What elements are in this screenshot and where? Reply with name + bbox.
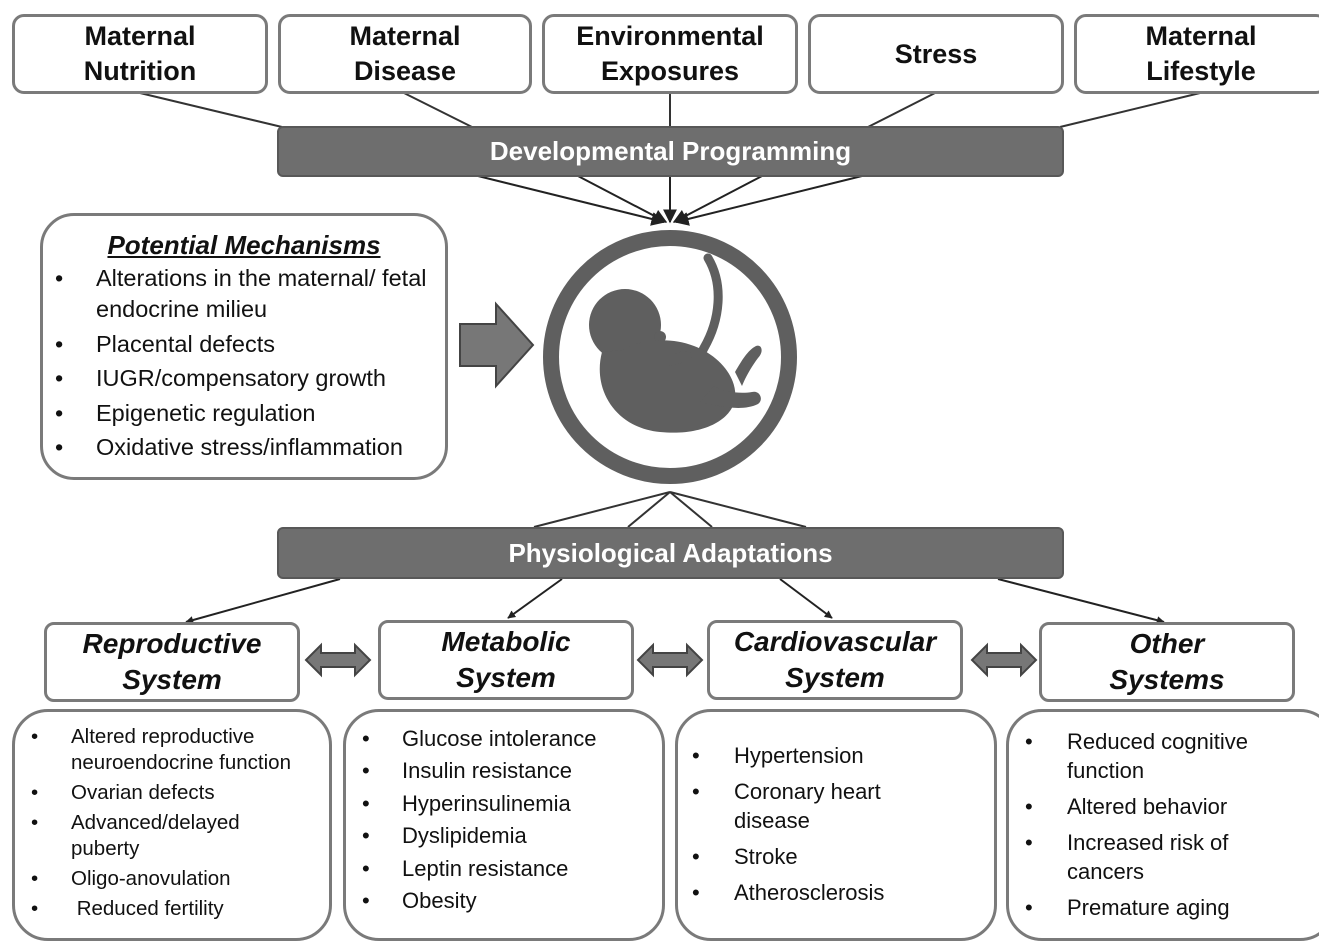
effect-item: Altered behavior <box>1009 792 1309 821</box>
double-arrow-1 <box>304 642 372 678</box>
arrow-to-other <box>997 578 1165 625</box>
mechanism-item: IUGR/compensatory growth <box>43 363 448 394</box>
effect-item: Coronary heart disease <box>678 777 996 835</box>
connector-stress <box>867 92 936 128</box>
effect-item: Reduced cognitive function <box>1009 727 1309 785</box>
system-reproductive: Reproductive System <box>44 622 300 702</box>
mechanism-item: Placental defects <box>43 329 448 360</box>
double-arrow-2 <box>636 642 704 678</box>
effect-item: Oligo-anovulation <box>15 866 331 892</box>
mechanisms-box: Potential Mechanisms Alterations in the … <box>40 213 448 480</box>
factor-environmental-exposures: Environmental Exposures <box>542 14 798 94</box>
mechanism-item: Epigenetic regulation <box>43 398 448 429</box>
connector-lifestyle <box>1059 92 1201 128</box>
arrow-programming-2 <box>577 175 668 223</box>
arrow-to-cardiovascular <box>779 578 833 619</box>
effect-item: Stroke <box>678 842 996 871</box>
programming-arrows <box>477 175 863 226</box>
factor-maternal-nutrition: Maternal Nutrition <box>12 14 268 94</box>
physiological-adaptations-bar: Physiological Adaptations <box>277 527 1064 579</box>
arrow-programming-4 <box>672 175 763 223</box>
reproductive-effects-list: Altered reproductive neuroendocrine func… <box>15 724 331 926</box>
developmental-programming-bar: Developmental Programming <box>277 126 1064 177</box>
system-cardiovascular: Cardiovascular System <box>707 620 963 700</box>
effect-item: Atherosclerosis <box>678 878 996 907</box>
system-double-arrows <box>304 642 1038 678</box>
factor-maternal-disease: Maternal Disease <box>278 14 532 94</box>
system-arrows <box>185 578 1165 625</box>
arrow-to-metabolic <box>507 578 563 619</box>
cardiovascular-effects-box: Hypertension Coronary heart disease Stro… <box>675 709 997 941</box>
arrow-programming-1 <box>477 175 666 226</box>
effect-item: Reduced fertility <box>15 896 331 922</box>
mechanisms-title: Potential Mechanisms <box>107 230 381 260</box>
arrow-programming-5 <box>674 175 863 226</box>
mechanisms-list: Alterations in the maternal/ fetal endoc… <box>43 263 448 467</box>
effect-item: Advanced/delayed puberty <box>15 810 331 862</box>
mechanism-item: Oxidative stress/inflammation <box>43 432 448 463</box>
metabolic-effects-box: Glucose intolerance Insulin resistance H… <box>343 709 665 941</box>
fetus-in-womb-icon <box>543 230 797 484</box>
other-effects-box: Reduced cognitive function Altered behav… <box>1006 709 1319 941</box>
mechanism-item: Alterations in the maternal/ fetal endoc… <box>43 263 448 325</box>
effect-item: Increased risk of cancers <box>1009 828 1309 886</box>
arrow-to-reproductive <box>185 578 341 624</box>
cardiovascular-effects-list: Hypertension Coronary heart disease Stro… <box>678 741 996 914</box>
effect-item: Dyslipidemia <box>346 822 664 850</box>
effect-item: Altered reproductive neuroendocrine func… <box>15 724 331 776</box>
factor-stress: Stress <box>808 14 1064 94</box>
factor-connectors <box>139 92 1201 128</box>
connector-disease <box>403 92 473 128</box>
system-metabolic: Metabolic System <box>378 620 634 700</box>
mechanism-block-arrow <box>459 301 535 389</box>
metabolic-effects-list: Glucose intolerance Insulin resistance H… <box>346 725 664 919</box>
effect-item: Obesity <box>346 887 664 915</box>
connector-nutrition <box>139 92 283 128</box>
effect-item: Insulin resistance <box>346 757 664 785</box>
reproductive-effects-box: Altered reproductive neuroendocrine func… <box>12 709 332 941</box>
system-other: Other Systems <box>1039 622 1295 702</box>
adaptation-connectors <box>533 491 807 528</box>
effect-item: Glucose intolerance <box>346 725 664 753</box>
other-effects-list: Reduced cognitive function Altered behav… <box>1009 727 1309 929</box>
effect-item: Premature aging <box>1009 893 1309 922</box>
double-arrow-3 <box>970 642 1038 678</box>
effect-item: Hypertension <box>678 741 996 770</box>
effect-item: Hyperinsulinemia <box>346 790 664 818</box>
effect-item: Leptin resistance <box>346 855 664 883</box>
factor-maternal-lifestyle: Maternal Lifestyle <box>1074 14 1319 94</box>
effect-item: Ovarian defects <box>15 780 331 806</box>
